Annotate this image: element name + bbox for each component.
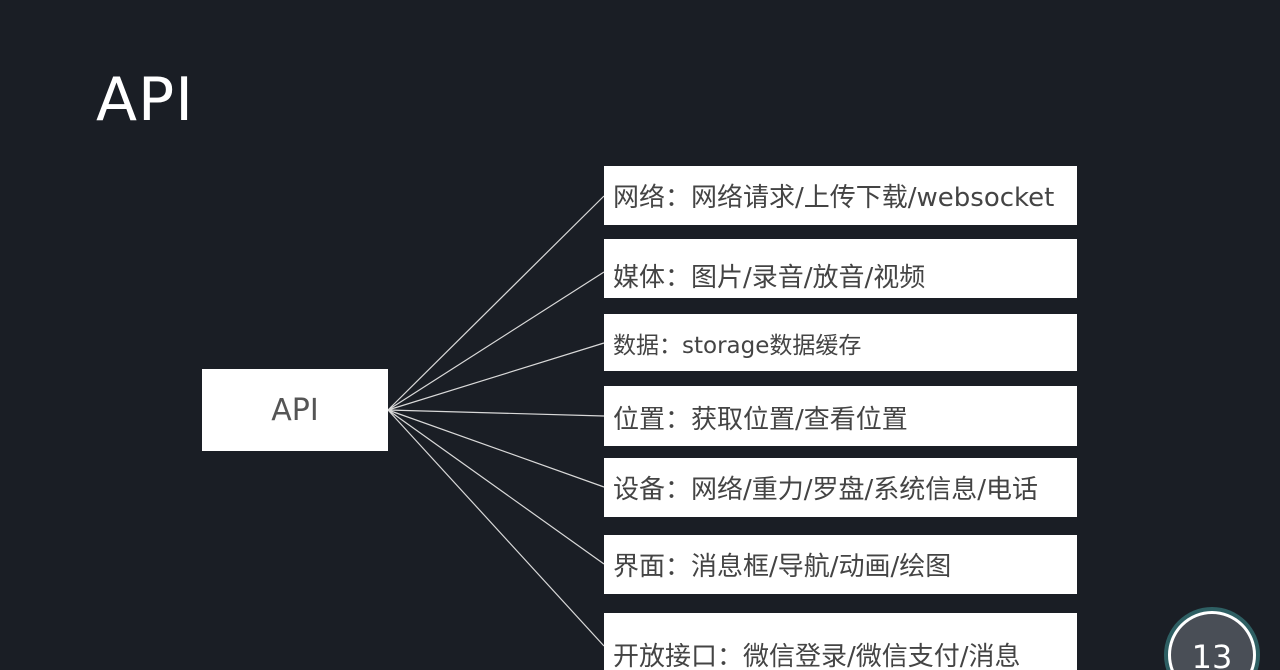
- branch-label: 数据：storage数据缓存: [613, 332, 862, 359]
- root-node-label: API: [271, 392, 319, 428]
- branch-node-location: 位置：获取位置/查看位置: [604, 386, 1077, 446]
- root-node-api: API: [202, 369, 388, 451]
- connector-line-network: [387, 195, 605, 411]
- branch-node-media: 媒体：图片/录音/放音/视频: [604, 239, 1077, 298]
- connector-line-media: [387, 271, 605, 411]
- branch-node-open-api: 开放接口：微信登录/微信支付/消息: [604, 613, 1077, 670]
- branch-node-device: 设备：网络/重力/罗盘/系统信息/电话: [604, 458, 1077, 517]
- branch-node-network: 网络：网络请求/上传下载/websocket: [604, 166, 1077, 225]
- connector-line-device: [387, 409, 605, 488]
- branch-label: 位置：获取位置/查看位置: [613, 404, 908, 435]
- connector-line-location: [387, 409, 605, 417]
- slide-title: API: [96, 65, 194, 135]
- branch-node-ui: 界面：消息框/导航/动画/绘图: [604, 535, 1077, 594]
- branch-label: 媒体：图片/录音/放音/视频: [613, 263, 926, 293]
- branch-label: 界面：消息框/导航/动画/绘图: [613, 552, 952, 582]
- branch-label: 开放接口：微信登录/微信支付/消息: [613, 641, 1021, 670]
- branch-label: 网络：网络请求/上传下载/websocket: [613, 183, 1055, 213]
- branch-label: 设备：网络/重力/罗盘/系统信息/电话: [613, 475, 1039, 505]
- branch-node-data: 数据：storage数据缓存: [604, 314, 1077, 371]
- connector-line-data: [387, 342, 605, 411]
- page-number: 13: [1191, 638, 1233, 670]
- connector-line-ui: [387, 409, 605, 565]
- connector-line-open-api: [387, 409, 605, 647]
